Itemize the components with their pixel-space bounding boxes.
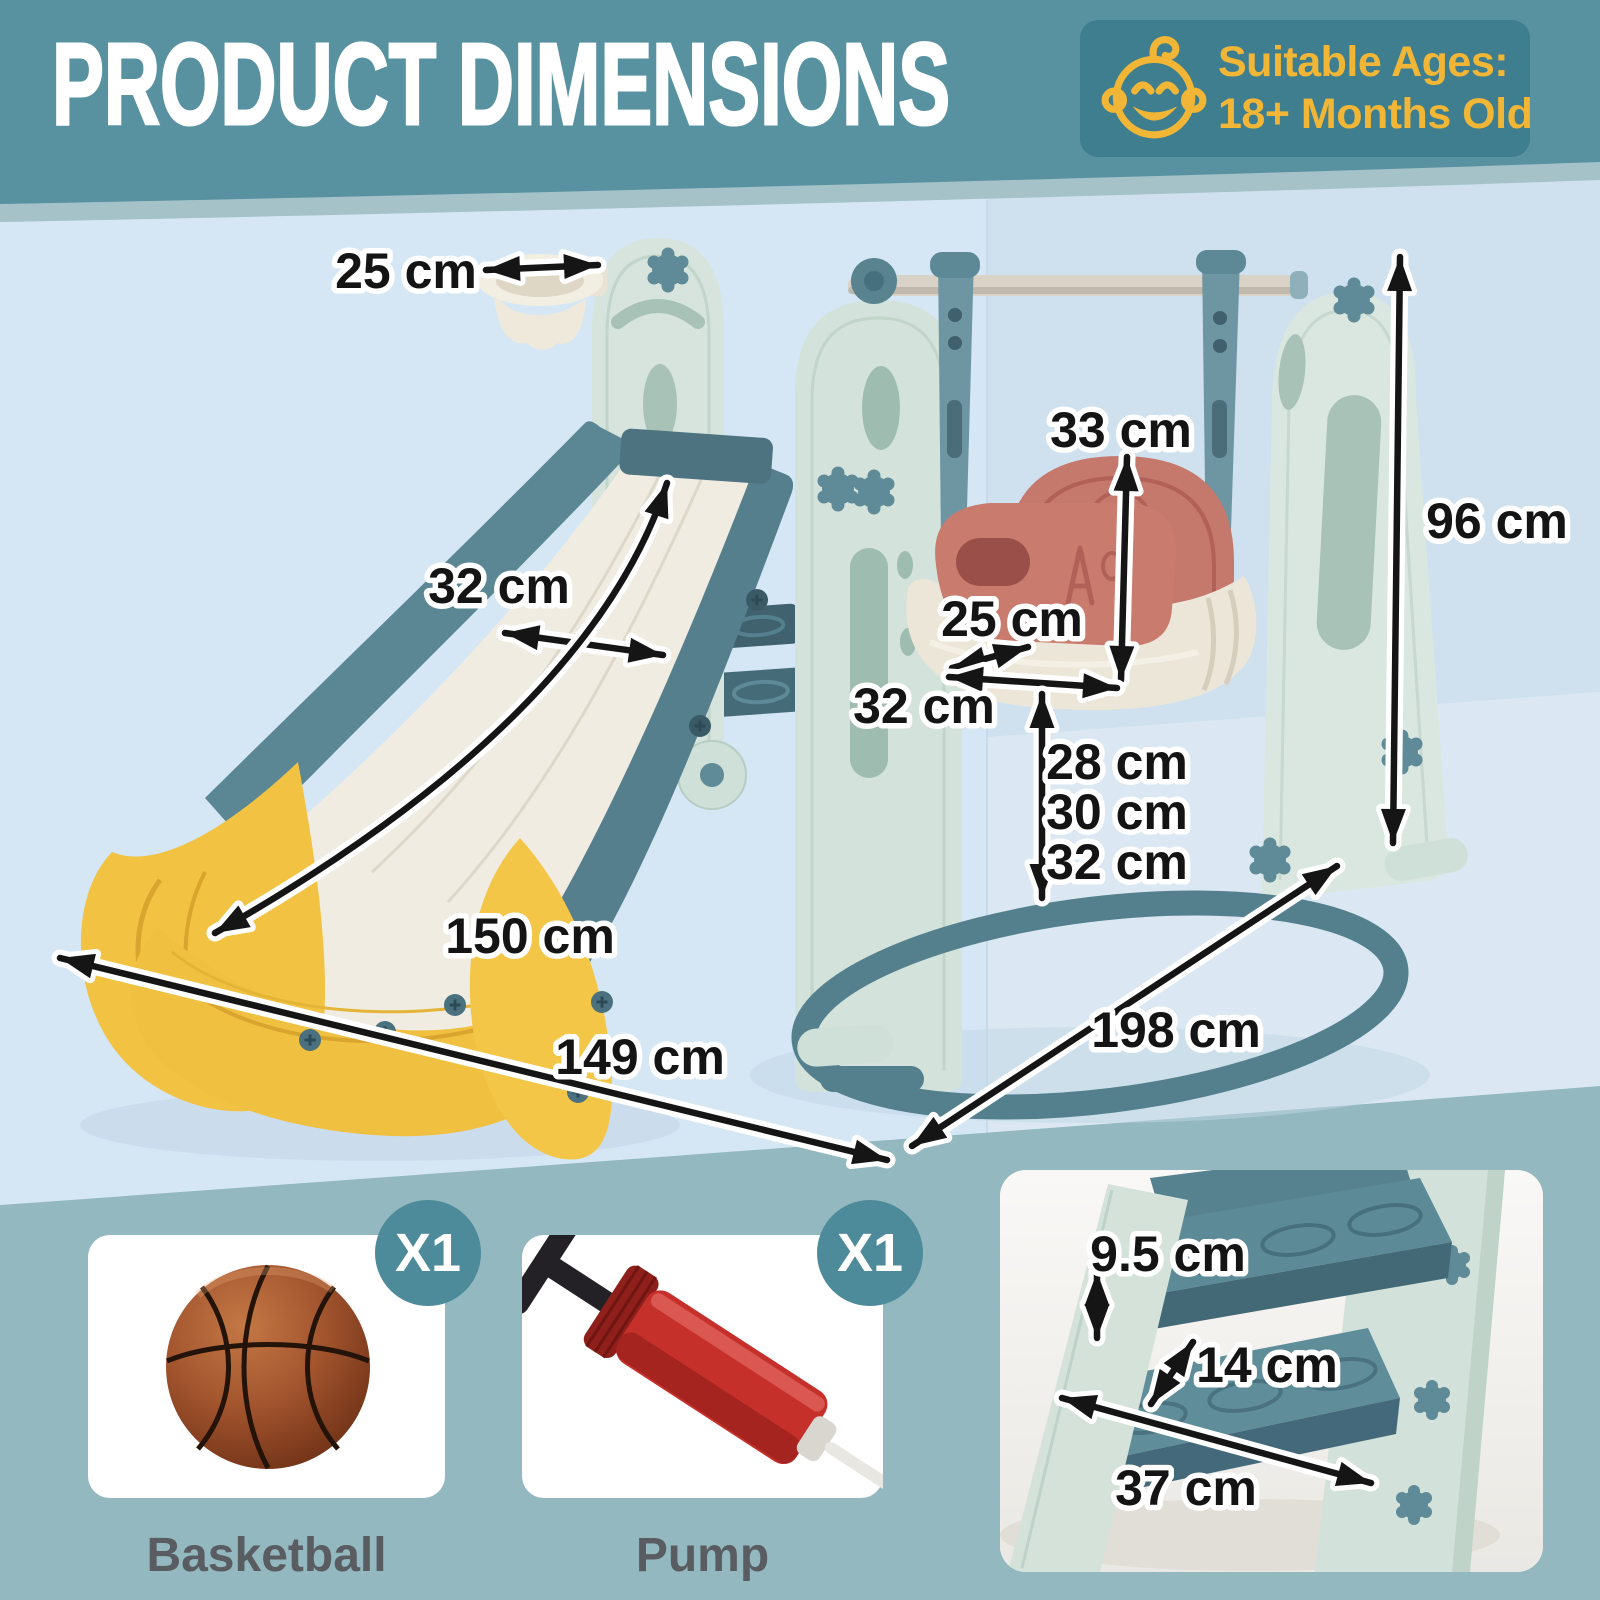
steps-photo — [1000, 1170, 1543, 1572]
baby-face-icon — [1101, 35, 1207, 138]
age-line1: Suitable Ages: — [1218, 37, 1509, 86]
basketball-qty-badge: X1 — [375, 1200, 481, 1306]
basketball-caption: Basketball — [146, 1529, 387, 1582]
pump-caption: Pump — [635, 1529, 770, 1582]
right-arch-panel — [1249, 277, 1449, 899]
age-badge: Suitable Ages: 18+ Months Old — [1080, 20, 1533, 157]
swing-strap-rear — [1196, 250, 1246, 560]
step-rail-left — [1008, 1184, 1188, 1572]
basketball-qty: X1 — [394, 1223, 462, 1283]
swing-strap-front — [930, 252, 980, 545]
page-title: PRODUCT DIMENSIONS — [51, 19, 951, 149]
step-tread-top — [1118, 1178, 1452, 1330]
pump-image — [507, 1210, 893, 1490]
basketball-image — [166, 1264, 370, 1470]
pump-qty: X1 — [836, 1223, 904, 1283]
age-line2: 18+ Months Old — [1218, 89, 1533, 138]
step-detail-inset — [1000, 1170, 1543, 1572]
slide — [80, 421, 794, 1160]
pump-qty-badge: X1 — [817, 1200, 923, 1306]
